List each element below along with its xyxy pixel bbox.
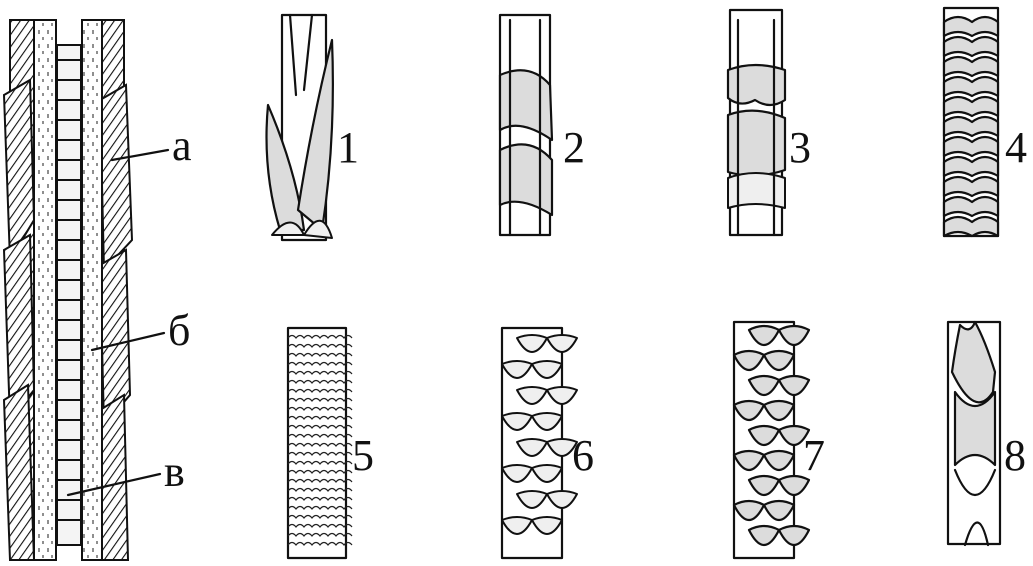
number-8: 8 bbox=[1004, 431, 1026, 480]
stem-3: 3 bbox=[728, 10, 811, 235]
stem-5: 5 bbox=[288, 328, 374, 558]
label-a: а bbox=[172, 121, 192, 170]
number-1: 1 bbox=[337, 123, 359, 172]
number-4: 4 bbox=[1005, 123, 1027, 172]
leaf-sheath-left bbox=[4, 20, 34, 560]
stem-4: 4 bbox=[944, 8, 1027, 236]
number-7: 7 bbox=[803, 431, 825, 480]
label-v: в bbox=[164, 447, 185, 496]
number-5: 5 bbox=[352, 431, 374, 480]
stem-2: 2 bbox=[500, 15, 585, 235]
stem-8: 8 bbox=[948, 322, 1026, 545]
central-canal bbox=[57, 45, 81, 545]
stem-1: 1 bbox=[267, 15, 360, 240]
stem-7: 7 bbox=[734, 322, 825, 558]
number-2: 2 bbox=[563, 123, 585, 172]
longitudinal-section bbox=[4, 20, 132, 560]
leaf-sheath-right bbox=[100, 20, 132, 560]
number-6: 6 bbox=[572, 431, 594, 480]
stem-6: 6 bbox=[502, 328, 594, 558]
number-3: 3 bbox=[789, 123, 811, 172]
label-b: б bbox=[168, 306, 190, 355]
